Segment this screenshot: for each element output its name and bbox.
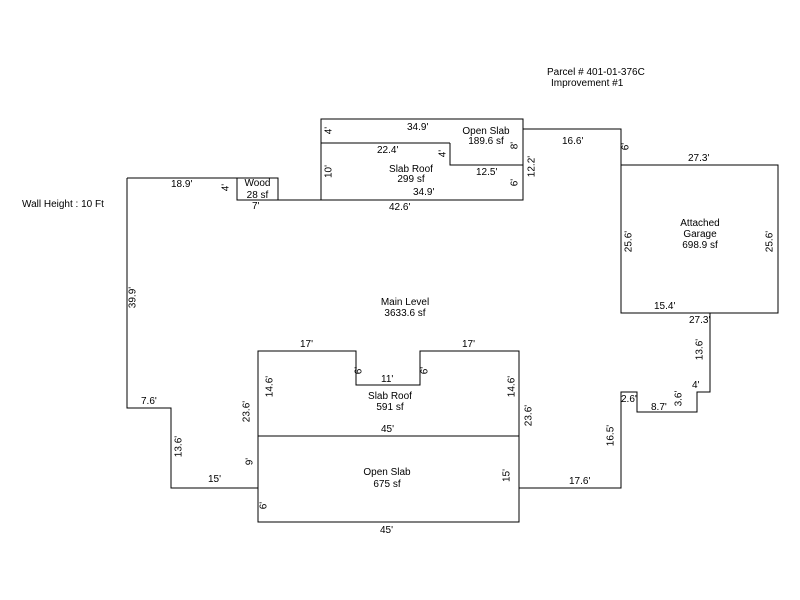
dim-label: 4' xyxy=(323,126,335,135)
garage-name-line2: Garage xyxy=(683,229,717,240)
dim-label: 13.6' xyxy=(694,338,706,361)
dim-label: 18.9' xyxy=(171,179,193,190)
dim-label: 25.6' xyxy=(623,230,635,253)
main-level-area: 3633.6 sf xyxy=(384,308,426,319)
garage-area: 698.9 sf xyxy=(682,240,718,251)
dim-label: 23.6' xyxy=(241,400,253,423)
dim-label: 45' xyxy=(380,525,394,536)
open-slab-top-divider xyxy=(449,143,523,166)
top-slab-outline xyxy=(320,118,524,200)
dim-label: 6' xyxy=(620,142,632,151)
slab-roof-bottom-outline xyxy=(257,350,520,522)
dim-label: 14.6' xyxy=(264,375,276,398)
dim-label: 34.9' xyxy=(413,187,435,198)
slab-roof-bottom-name: Slab Roof xyxy=(368,391,412,402)
dim-label: 12.2' xyxy=(526,155,538,178)
slab-roof-top-name: Slab Roof xyxy=(389,164,433,175)
dim-label: 4' xyxy=(220,183,232,192)
dim-label: 11' xyxy=(381,374,394,385)
parcel-number: Parcel # 401-01-376C xyxy=(547,67,645,78)
dim-label: 8.7' xyxy=(651,402,667,413)
dim-label: 13.6' xyxy=(173,435,185,458)
dim-label: 45' xyxy=(381,424,395,435)
dim-label: 42.6' xyxy=(389,202,411,213)
main-level-outline xyxy=(126,128,711,523)
dim-label: 6' xyxy=(509,178,521,187)
dim-label: 23.6' xyxy=(523,404,535,427)
dim-label: 34.9' xyxy=(407,122,429,133)
dim-label: 8' xyxy=(509,141,521,150)
dim-label: 15' xyxy=(208,474,222,485)
dim-label: 2.6' xyxy=(621,394,637,405)
dim-label: 14.6' xyxy=(506,375,518,398)
dim-label: 39.9' xyxy=(127,286,139,309)
open-slab-bottom-name: Open Slab xyxy=(363,467,411,478)
dim-label: 16.6' xyxy=(562,136,584,147)
dim-label: 4' xyxy=(437,149,449,158)
dim-label: 16.5' xyxy=(605,424,617,447)
slab-roof-bottom-area: 591 sf xyxy=(376,402,404,413)
dim-label: 27.3' xyxy=(688,153,710,164)
dim-label: 15' xyxy=(501,468,513,483)
dim-label: 6' xyxy=(258,501,270,510)
open-slab-top-area: 189.6 sf xyxy=(468,136,504,147)
dim-label: 27.3' xyxy=(689,315,711,326)
dim-label: 7.6' xyxy=(141,396,157,407)
wood-area: 28 sf xyxy=(246,190,269,201)
main-level-name: Main Level xyxy=(380,297,430,308)
dim-label: 17.6' xyxy=(569,476,591,487)
dim-label: 9' xyxy=(244,457,256,466)
dim-label: 12.5' xyxy=(476,167,498,178)
dim-label: 22.4' xyxy=(377,145,399,156)
wood-name: Wood xyxy=(244,178,271,189)
wall-height: Wall Height : 10 Ft xyxy=(22,199,104,210)
dim-label: 6' xyxy=(353,366,365,375)
improvement-number: Improvement #1 xyxy=(551,78,624,89)
garage-outline xyxy=(620,164,779,314)
garage-name-line1: Attached xyxy=(680,218,720,229)
wood-deck-outline xyxy=(236,177,279,201)
dim-label: 6' xyxy=(419,366,431,375)
dim-label: 17' xyxy=(300,339,314,350)
dim-label: 15.4' xyxy=(654,301,676,312)
dim-label: 7' xyxy=(252,201,260,212)
dim-label: 3.6' xyxy=(673,390,685,407)
slab-roof-top-area: 299 sf xyxy=(397,174,425,185)
open-slab-top-name: Open Slab xyxy=(462,126,510,137)
dim-label: 10' xyxy=(323,164,335,179)
dim-label: 25.6' xyxy=(764,230,776,253)
dim-label: 17' xyxy=(462,339,476,350)
open-slab-bottom-area: 675 sf xyxy=(373,479,401,490)
dim-label: 4' xyxy=(692,380,700,391)
